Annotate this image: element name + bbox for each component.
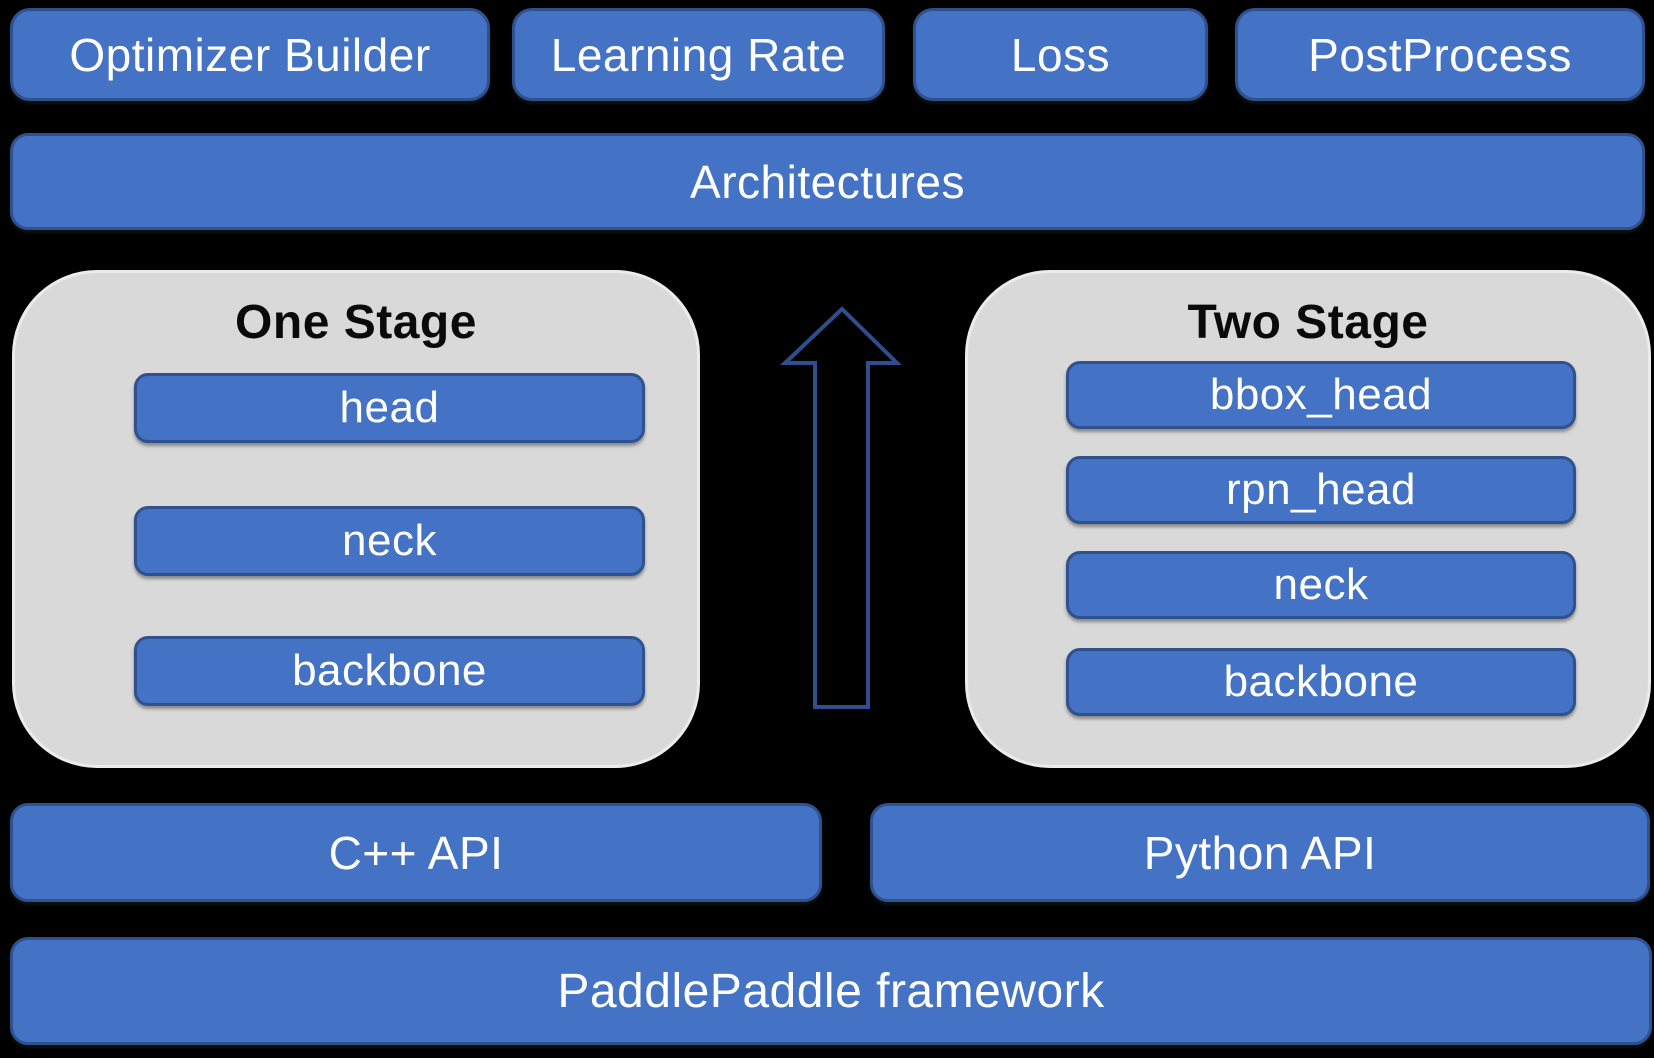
one-stage-title: One Stage	[235, 296, 477, 349]
two-stage-bbox-head-bar: bbox_head	[1066, 361, 1576, 429]
one-stage-panel: One Stage head neck backbone	[12, 270, 700, 768]
two-stage-title: Two Stage	[1187, 296, 1429, 349]
two-stage-backbone-bar: backbone	[1066, 648, 1576, 716]
learning-rate-box: Learning Rate	[512, 8, 885, 101]
postprocess-box: PostProcess	[1235, 8, 1645, 101]
architectures-box: Architectures	[10, 133, 1645, 230]
up-arrow-icon	[780, 306, 902, 709]
one-stage-neck-bar: neck	[134, 506, 645, 576]
loss-box: Loss	[913, 8, 1208, 101]
two-stage-neck-bar: neck	[1066, 551, 1576, 619]
cpp-api-box: C++ API	[10, 803, 822, 902]
one-stage-backbone-bar: backbone	[134, 636, 645, 706]
optimizer-builder-box: Optimizer Builder	[10, 8, 490, 101]
two-stage-panel: Two Stage bbox_head rpn_head neck backbo…	[965, 270, 1651, 768]
python-api-box: Python API	[870, 803, 1650, 902]
one-stage-head-bar: head	[134, 373, 645, 443]
two-stage-rpn-head-bar: rpn_head	[1066, 456, 1576, 524]
paddlepaddle-framework-box: PaddlePaddle framework	[10, 937, 1652, 1045]
